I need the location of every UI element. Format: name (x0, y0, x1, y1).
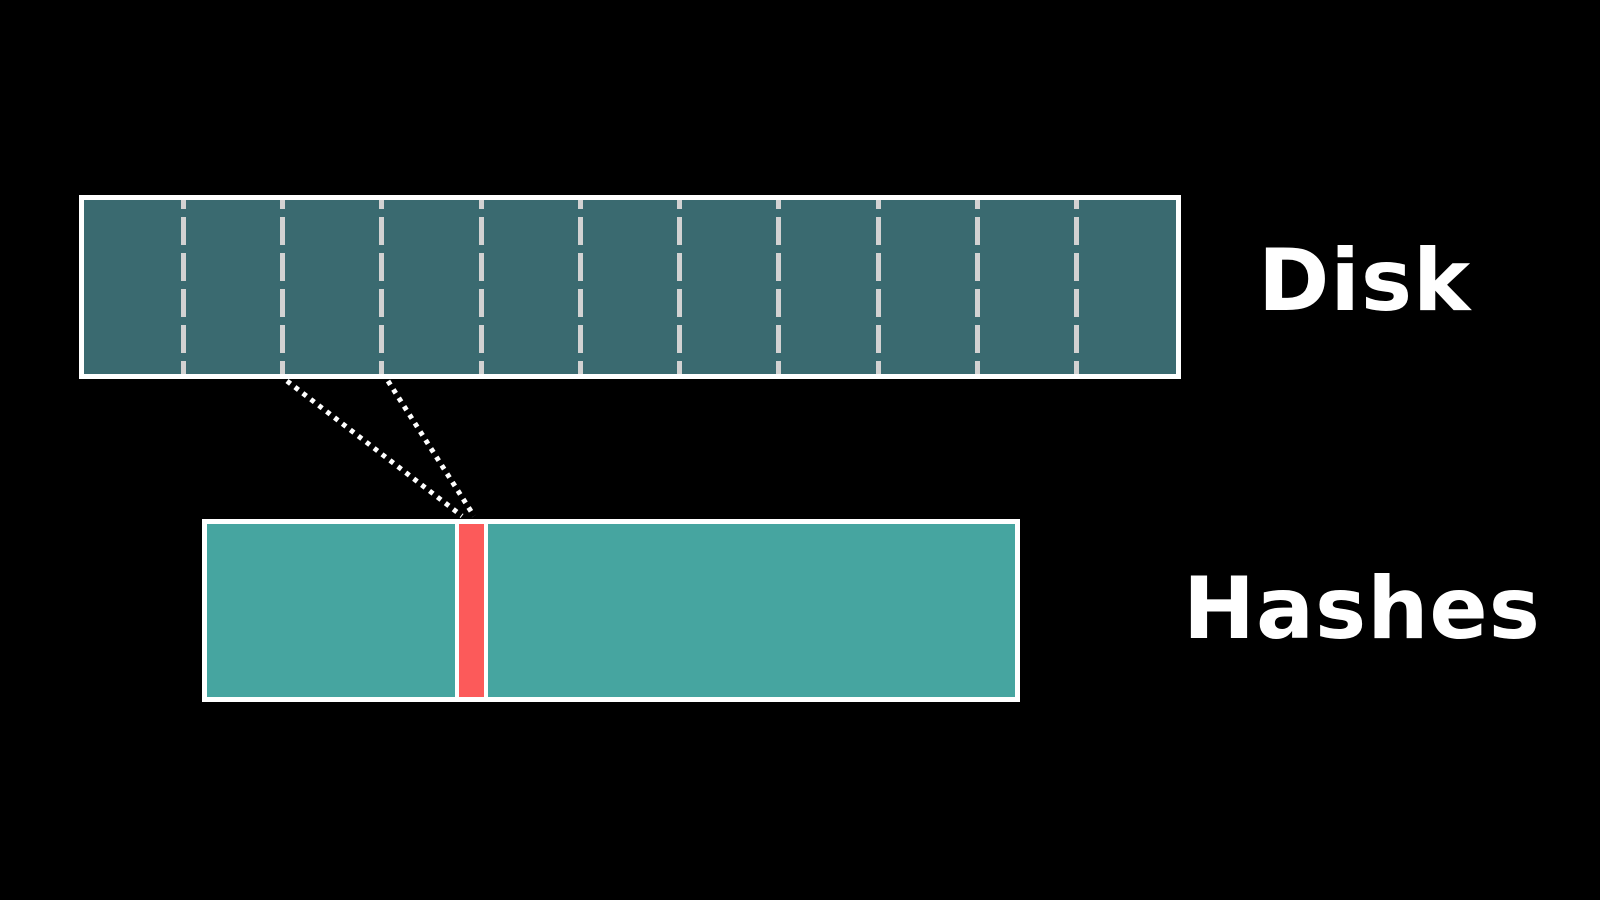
disk-segment-divider (180, 200, 186, 374)
disk-segment-divider (677, 200, 683, 374)
disk-segment-divider (379, 200, 385, 374)
hashes-label: Hashes (1183, 559, 1541, 659)
disk-segment-divider (875, 200, 881, 374)
connector-right-line (385, 379, 477, 518)
disk-segment-divider (1074, 200, 1080, 374)
disk-bar (79, 195, 1181, 379)
disk-label: Disk (1258, 231, 1472, 331)
highlighted-hash-slice (455, 524, 488, 697)
disk-segment-divider (280, 200, 286, 374)
disk-segment-divider (478, 200, 484, 374)
disk-segment-divider (974, 200, 980, 374)
disk-segment-divider (776, 200, 782, 374)
connector-left-line (285, 379, 464, 518)
hashes-bar (202, 519, 1020, 702)
hashes-bar-inner (207, 524, 1015, 697)
disk-bar-segments (84, 200, 1176, 374)
disk-segment-divider (577, 200, 583, 374)
